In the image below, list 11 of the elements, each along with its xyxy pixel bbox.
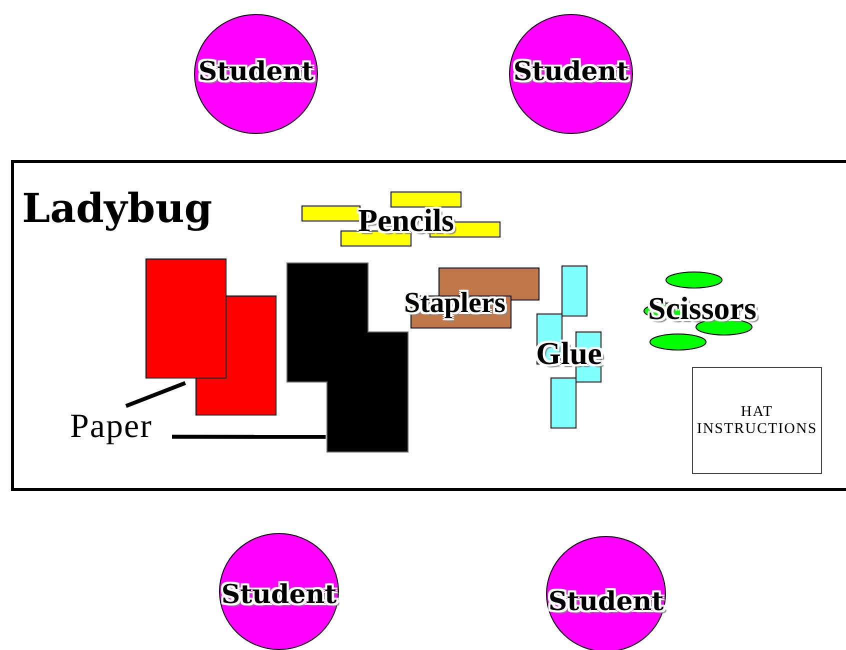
leader-line — [172, 434, 326, 439]
leader-line — [125, 381, 186, 408]
instructions-card — [692, 367, 822, 474]
student-label: Student — [513, 57, 629, 87]
table-outline — [11, 160, 846, 491]
student-label: Student — [548, 587, 664, 617]
table-title: Ladybug — [22, 185, 212, 232]
student-label: Student — [198, 57, 314, 87]
student-label: Student — [221, 580, 337, 610]
item-label: Paper — [70, 408, 152, 446]
instructions-text: HAT INSTRUCTIONS — [696, 404, 818, 437]
